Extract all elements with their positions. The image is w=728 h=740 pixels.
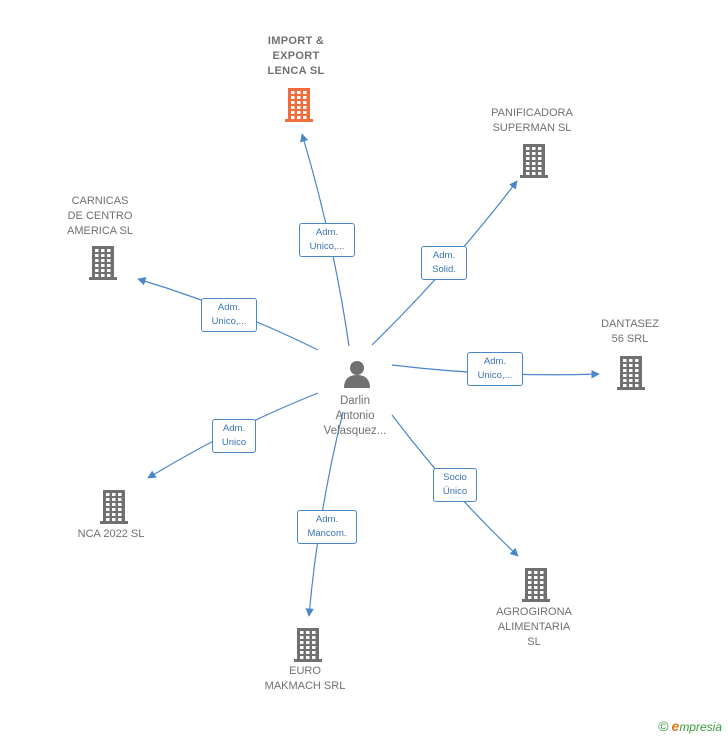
building-icon — [100, 490, 128, 524]
company-label-panificadora[interactable]: PANIFICADORA SUPERMAN SL — [491, 107, 573, 134]
center-person-name[interactable]: Darlin Antonio Velasquez... — [323, 395, 387, 437]
company-node-carnicas[interactable] — [88, 244, 118, 280]
company-label-nca[interactable]: NCA 2022 SL — [77, 528, 145, 540]
copyright-icon: © — [658, 718, 669, 734]
building-icon — [294, 628, 322, 662]
company-label-import[interactable]: IMPORT & EXPORT LENCA SL — [267, 35, 325, 77]
building-icon — [522, 568, 550, 602]
relation-label-dantasez[interactable]: Adm. Unico,... — [467, 352, 523, 386]
relation-label-panificadora[interactable]: Adm. Solid. — [421, 246, 467, 280]
relation-label-nca[interactable]: Adm. Unico — [212, 419, 256, 453]
relation-label-import[interactable]: Adm. Unico,... — [299, 223, 355, 257]
company-label-dantasez[interactable]: DANTASEZ 56 SRL — [601, 318, 659, 345]
building-icon — [520, 144, 548, 178]
relation-label-euro[interactable]: Adm. Mancom. — [297, 510, 357, 544]
relation-label-agrogirona[interactable]: Socio Único — [433, 468, 477, 502]
company-node-dantasez[interactable] — [616, 354, 646, 390]
building-icon — [617, 356, 645, 390]
company-node-import[interactable] — [284, 86, 314, 122]
company-node-panificadora[interactable] — [519, 142, 549, 178]
building-icon — [89, 246, 117, 280]
company-node-nca[interactable] — [99, 488, 129, 524]
relation-label-carnicas[interactable]: Adm. Unico,... — [201, 298, 257, 332]
building-icon — [285, 88, 313, 122]
person-icon[interactable] — [342, 358, 372, 393]
company-node-euro[interactable] — [293, 626, 323, 662]
brand-name: mpresia — [679, 720, 722, 734]
company-node-agrogirona[interactable] — [521, 566, 551, 602]
company-label-agrogirona[interactable]: AGROGIRONA ALIMENTARIA SL — [496, 606, 572, 648]
company-label-euro[interactable]: EURO MAKMACH SRL — [264, 665, 346, 692]
brand-initial: e — [671, 718, 680, 734]
empresia-footer[interactable]: ©empresia — [658, 718, 722, 734]
company-label-carnicas[interactable]: CARNICAS DE CENTRO AMERICA SL — [66, 195, 134, 237]
